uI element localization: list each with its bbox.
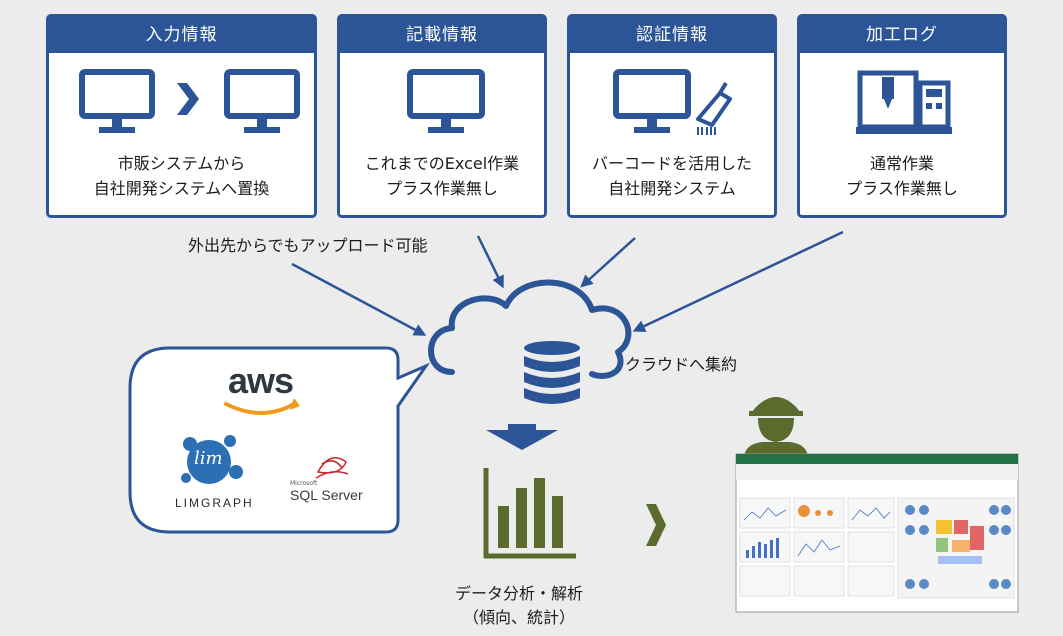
speech-bubble — [128, 346, 431, 534]
card-title: 加工ログ — [800, 17, 1004, 53]
arrow-log-to-cloud — [632, 230, 844, 332]
aws-smile-icon — [224, 402, 296, 415]
cloud-label: クラウドへ集約 — [625, 355, 738, 374]
card-description: バーコードを活用した自社開発システム — [591, 154, 752, 198]
card-record-info: 記載情報 これまでのExcel作業プラス作業無し — [337, 14, 547, 218]
card-auth-info: 認証情報 バーコードを活用した自社開発システム — [567, 14, 777, 218]
card-input-info: 入力情報 市販システムから自社開発システムへ置換 — [46, 14, 317, 218]
limgraph-logo-icon — [181, 435, 243, 484]
monitor-to-monitor-icon — [79, 69, 300, 133]
cloud-icon — [428, 279, 632, 379]
card-title: 認証情報 — [570, 17, 774, 53]
card-title: 記載情報 — [340, 17, 544, 53]
monitor-barcode-scanner-icon — [613, 69, 732, 135]
analysis-label: データ分析・解析 （傾向、統計） — [455, 584, 584, 627]
aws-logo: aws — [228, 360, 294, 401]
database-icon — [524, 341, 580, 404]
arrow-record-to-cloud — [476, 235, 504, 289]
sql-server-logo: SQL Server — [290, 487, 363, 503]
limgraph-mark-text: lim — [194, 448, 223, 469]
bar-chart-icon — [483, 468, 576, 559]
monitor-icon — [407, 69, 485, 133]
upload-note: 外出先からでもアップロード可能 — [188, 236, 428, 255]
right-arrow-icon — [646, 504, 666, 546]
card-title: 入力情報 — [49, 17, 314, 53]
limgraph-logo: LIMGRAPH — [175, 496, 254, 510]
dashboard-screenshot — [735, 453, 1019, 613]
arrow-input-to-cloud — [291, 262, 427, 336]
arrow-auth-to-cloud — [580, 237, 636, 288]
card-description: これまでのExcel作業プラス作業無し — [364, 154, 520, 198]
machine-tool-icon — [856, 70, 952, 134]
card-process-log: 加工ログ 通常作業プラス作業無し — [797, 14, 1007, 218]
down-arrow-icon — [486, 424, 558, 450]
sql-server-logo-icon — [315, 457, 349, 479]
sql-server-brand-small: Microsoft — [290, 480, 318, 487]
card-description: 通常作業プラス作業無し — [846, 154, 958, 198]
worker-icon — [744, 397, 808, 456]
card-description: 市販システムから自社開発システムへ置換 — [93, 154, 270, 198]
